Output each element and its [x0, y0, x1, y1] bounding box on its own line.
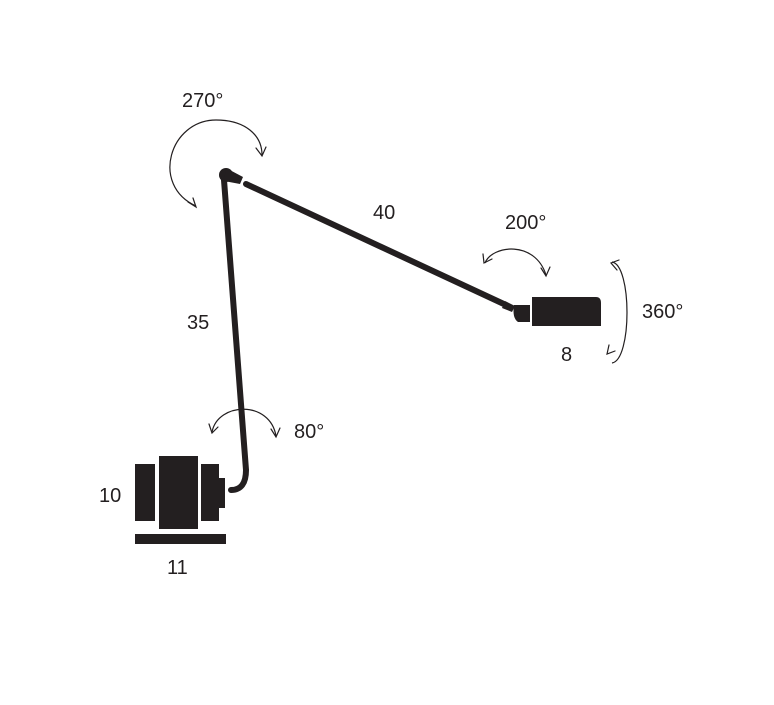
- lamp-base: [135, 456, 225, 529]
- joint-rotation-label: 270°: [182, 90, 223, 112]
- lamp-head: [532, 297, 601, 326]
- upper-arm: [243, 181, 509, 308]
- head-rotation-arrow: [606, 259, 628, 364]
- lower-arm-length-label: 35: [187, 312, 209, 334]
- base-plate: [135, 534, 226, 544]
- base-rotation-arrow: [208, 408, 281, 439]
- base-rotation-label: 80°: [294, 421, 324, 443]
- head-tilt-arrow: [482, 248, 551, 278]
- upper-arm-length-label: 40: [373, 202, 395, 224]
- base-height-label: 10: [99, 485, 121, 507]
- lower-arm: [221, 177, 250, 493]
- head-tilt-label: 200°: [505, 212, 546, 234]
- joint-rotation-arrow: [169, 119, 267, 209]
- head-width-label: 8: [561, 344, 572, 366]
- base-width-label: 11: [167, 557, 188, 579]
- head-joint: [502, 301, 530, 322]
- elbow-joint: [219, 168, 243, 184]
- head-rotation-label: 360°: [642, 301, 683, 323]
- lamp-structure: [135, 168, 601, 544]
